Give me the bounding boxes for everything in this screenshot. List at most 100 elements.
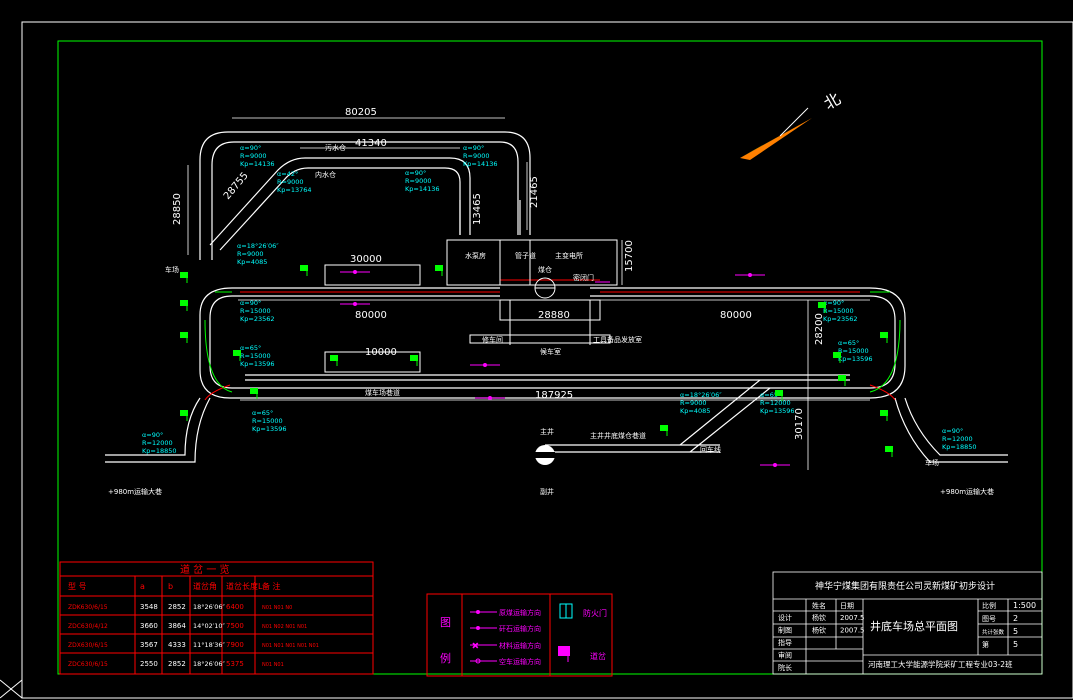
table-cell-length: 5375 <box>226 660 244 668</box>
curve-kp: Kp=4085 <box>680 407 710 415</box>
table-header: b <box>168 582 173 591</box>
curve-kp: Kp=14136 <box>240 160 275 168</box>
tb-header-date: 日期 <box>840 602 854 610</box>
tb-right-label: 第 <box>982 640 989 649</box>
tb-name: 杨钦 <box>812 613 826 622</box>
turnout-marker-icon <box>838 375 846 386</box>
table-cell-note: N01 N01 N01 N01 N01 <box>262 643 319 649</box>
curve-kp: Kp=18850 <box>142 447 177 455</box>
tb-date: 2007.5 <box>840 614 865 622</box>
north-label: 北 <box>821 89 844 113</box>
curve-radius: R=12000 <box>760 399 791 407</box>
legend-fire-door: 防火门 <box>583 608 607 618</box>
label-left-main: +980m运输大巷 <box>108 487 162 496</box>
tb-role: 院长 <box>778 663 792 672</box>
dim-top-inner: 41340 <box>355 138 387 149</box>
turnout-marker-icon <box>833 352 841 363</box>
curve-alpha: α=65° <box>760 391 781 399</box>
turnout-icon <box>558 646 570 662</box>
dimension-lines <box>187 117 870 470</box>
dim-bottom-track: 10000 <box>365 347 397 358</box>
curve-alpha: α=90° <box>463 144 484 152</box>
label-inner-sump: 内水仓 <box>315 170 336 179</box>
label-car-stop-right: 车场 <box>925 458 939 467</box>
table-cell-a: 3567 <box>140 641 158 649</box>
label-wait: 候车室 <box>540 347 561 356</box>
curve-radius: R=15000 <box>823 307 854 315</box>
dim-left-height: 28850 <box>172 193 183 225</box>
legend-title-2: 例 <box>440 651 451 665</box>
curve-alpha: α=18°26′06″ <box>237 242 279 250</box>
label-main-shaft: 主井 <box>540 427 554 436</box>
label-tool: 工具备品发放室 <box>593 335 642 344</box>
school-name: 河南理工大学能源学院采矿工程专业03-2班 <box>868 659 1013 669</box>
curve-radius: R=15000 <box>252 417 283 425</box>
table-cell-model: ZDC630/4/12 <box>68 623 108 630</box>
curve-kp: Kp=18850 <box>942 443 977 451</box>
table-cell-b: 2852 <box>168 660 186 668</box>
turnout-marker-icon <box>818 302 826 313</box>
dim-center: 28880 <box>538 310 570 321</box>
turnout-marker-icon <box>330 355 338 366</box>
north-arrow-icon <box>740 107 812 160</box>
curve-kp: Kp=13596 <box>240 360 275 368</box>
curve-radius: R=12000 <box>142 439 173 447</box>
curve-alpha: α=90° <box>142 431 163 439</box>
title-block <box>772 571 1043 675</box>
curve-labels: α=90°R=9000Kp=14136α=42°R=9000Kp=13764α=… <box>142 144 977 455</box>
label-center: 煤车场巷道 <box>365 388 400 397</box>
legend-turnout: 道岔 <box>590 651 606 661</box>
curve-alpha: α=65° <box>252 409 273 417</box>
turnout-marker-icon <box>885 446 893 457</box>
curve-kp: Kp=23562 <box>823 315 858 323</box>
table-header: 道岔长度L <box>226 581 263 591</box>
turnout-marker-icon <box>775 390 783 401</box>
turnout-table-title: 道 岔 一 览 <box>180 563 230 576</box>
turnout-marker-icon <box>250 388 258 399</box>
turnout-marker-icon <box>233 350 241 361</box>
curve-alpha: α=90° <box>240 144 261 152</box>
tb-date: 2007.5 <box>840 627 865 635</box>
curve-kp: Kp=13596 <box>760 407 795 415</box>
dim-long: 187925 <box>535 390 573 401</box>
legend: 图 例 × 原煤运输方向 矸石运输方向 材料运输方向 空车运输方向 防火门 道岔 <box>426 593 613 677</box>
curve-radius: R=12000 <box>942 435 973 443</box>
turnout-marker-icon <box>300 265 308 276</box>
corner-mark <box>0 679 23 699</box>
turnout-markers <box>180 265 893 457</box>
turnout-marker-icon <box>435 265 443 276</box>
curve-radius: R=9000 <box>277 178 304 186</box>
track-layout <box>105 131 1008 463</box>
legend-item-coal: 原煤运输方向 <box>499 608 541 617</box>
turnout-marker-icon <box>180 410 188 421</box>
table-cell-angle: 18°26′06″ <box>193 603 226 611</box>
aux-shaft-icon <box>535 445 555 465</box>
curve-radius: R=9000 <box>463 152 490 160</box>
curve-kp: Kp=14136 <box>405 185 440 193</box>
tb-role: 制图 <box>778 626 792 635</box>
label-pipe-shaft: 管子道 <box>515 251 536 260</box>
dim-main-left: 80000 <box>355 310 387 321</box>
curve-radius: R=9000 <box>680 399 707 407</box>
table-cell-b: 4333 <box>168 641 186 649</box>
dim-right-v2: 30170 <box>794 408 805 440</box>
tb-right-label: 比例 <box>982 601 996 610</box>
curve-kp: Kp=13764 <box>277 186 312 194</box>
dim-main-right: 80000 <box>720 310 752 321</box>
tb-role: 审阅 <box>778 651 792 660</box>
turnout-table: 道 岔 一 览 <box>59 561 374 675</box>
table-cell-a: 3548 <box>140 603 158 611</box>
table-cell-a: 3660 <box>140 622 158 630</box>
tb-role: 指导 <box>778 638 792 647</box>
curve-radius: R=15000 <box>838 347 869 355</box>
turnout-marker-icon <box>880 410 888 421</box>
pump-room-box <box>446 239 618 286</box>
main-shaft-icon <box>534 277 556 299</box>
curve-alpha: α=90° <box>405 169 426 177</box>
table-cell-angle: 18°26′06″ <box>193 660 226 668</box>
tb-right-value: 2 <box>1013 614 1018 623</box>
red-tracks <box>204 279 896 401</box>
legend-item-gangue: 矸石运输方向 <box>499 624 541 633</box>
tb-right-value: 5 <box>1013 640 1018 649</box>
